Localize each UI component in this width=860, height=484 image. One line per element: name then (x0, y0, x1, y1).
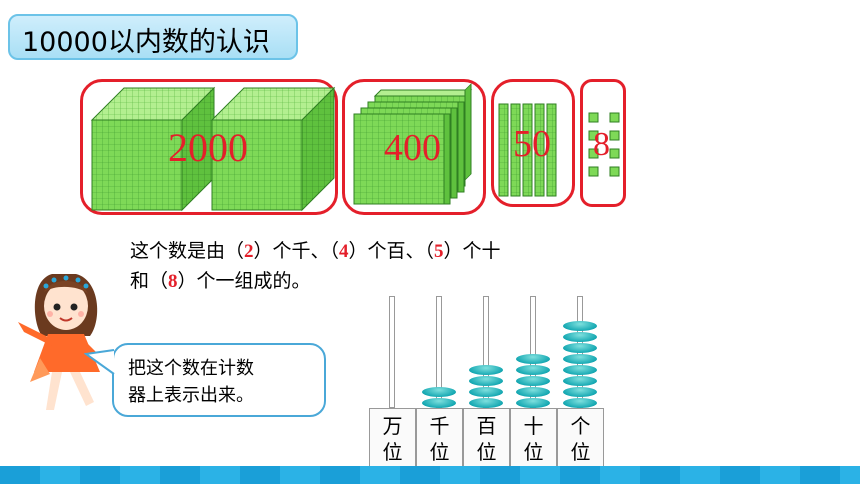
tens-group (491, 79, 575, 207)
place-label-qian: 千位 (416, 408, 463, 470)
abacus-bead (563, 343, 597, 353)
place-label-shi: 十位 (510, 408, 557, 470)
thousands-value: 2000 (168, 125, 248, 170)
ones-group (580, 79, 626, 207)
speech-bubble: 把这个数在计数 器上表示出来。 (112, 343, 326, 417)
base-ten-blocks-illustration (90, 83, 620, 212)
unit-cubes (588, 112, 620, 177)
place-label-ge: 个位 (557, 408, 604, 470)
thousands-group (80, 79, 338, 215)
composition-sentence-line1: 这个数是由（2）个千、（4）个百、（5）个十 (130, 240, 501, 262)
hundreds-blank: 4 (339, 241, 349, 262)
thousand-cube (210, 86, 336, 212)
abacus-bead (469, 365, 503, 375)
abacus-bead (516, 387, 550, 397)
abacus-bead (563, 376, 597, 386)
composition-sentence-line2: 和（8）个一组成的。 (130, 270, 311, 292)
tens-value: 50 (513, 123, 551, 165)
tens-blank: 5 (434, 241, 444, 262)
hundred-flats-stack (353, 83, 473, 205)
speech-bubble-tail (84, 349, 115, 375)
abacus-bead (469, 376, 503, 386)
abacus-bead (563, 354, 597, 364)
abacus-bead (563, 321, 597, 331)
place-label-bai: 百位 (463, 408, 510, 470)
abacus-rod-wan (389, 296, 395, 408)
hundreds-value: 400 (384, 127, 441, 169)
abacus-bead (516, 376, 550, 386)
abacus-bead (516, 354, 550, 364)
lesson-title: 10000以内数的认识 (22, 27, 270, 58)
ones-blank: 8 (168, 271, 178, 292)
girl-character-illustration (18, 274, 102, 410)
abacus-bead (516, 365, 550, 375)
abacus-bead (563, 398, 597, 408)
abacus-bead (563, 387, 597, 397)
ground-strip (0, 466, 860, 484)
abacus-bead (469, 398, 503, 408)
thousand-cube (90, 86, 216, 212)
abacus-bead (422, 387, 456, 397)
abacus-bead (516, 398, 550, 408)
place-label-wan: 万位 (369, 408, 416, 470)
ones-value: 8 (593, 126, 610, 163)
abacus-bead (422, 398, 456, 408)
ten-rods (498, 103, 557, 197)
abacus-bead (563, 332, 597, 342)
thousands-blank: 2 (244, 241, 254, 262)
abacus-bead (469, 387, 503, 397)
lesson-title-tab: 10000以内数的认识 (8, 14, 298, 60)
abacus-bead (563, 365, 597, 375)
hundreds-group (342, 79, 486, 215)
